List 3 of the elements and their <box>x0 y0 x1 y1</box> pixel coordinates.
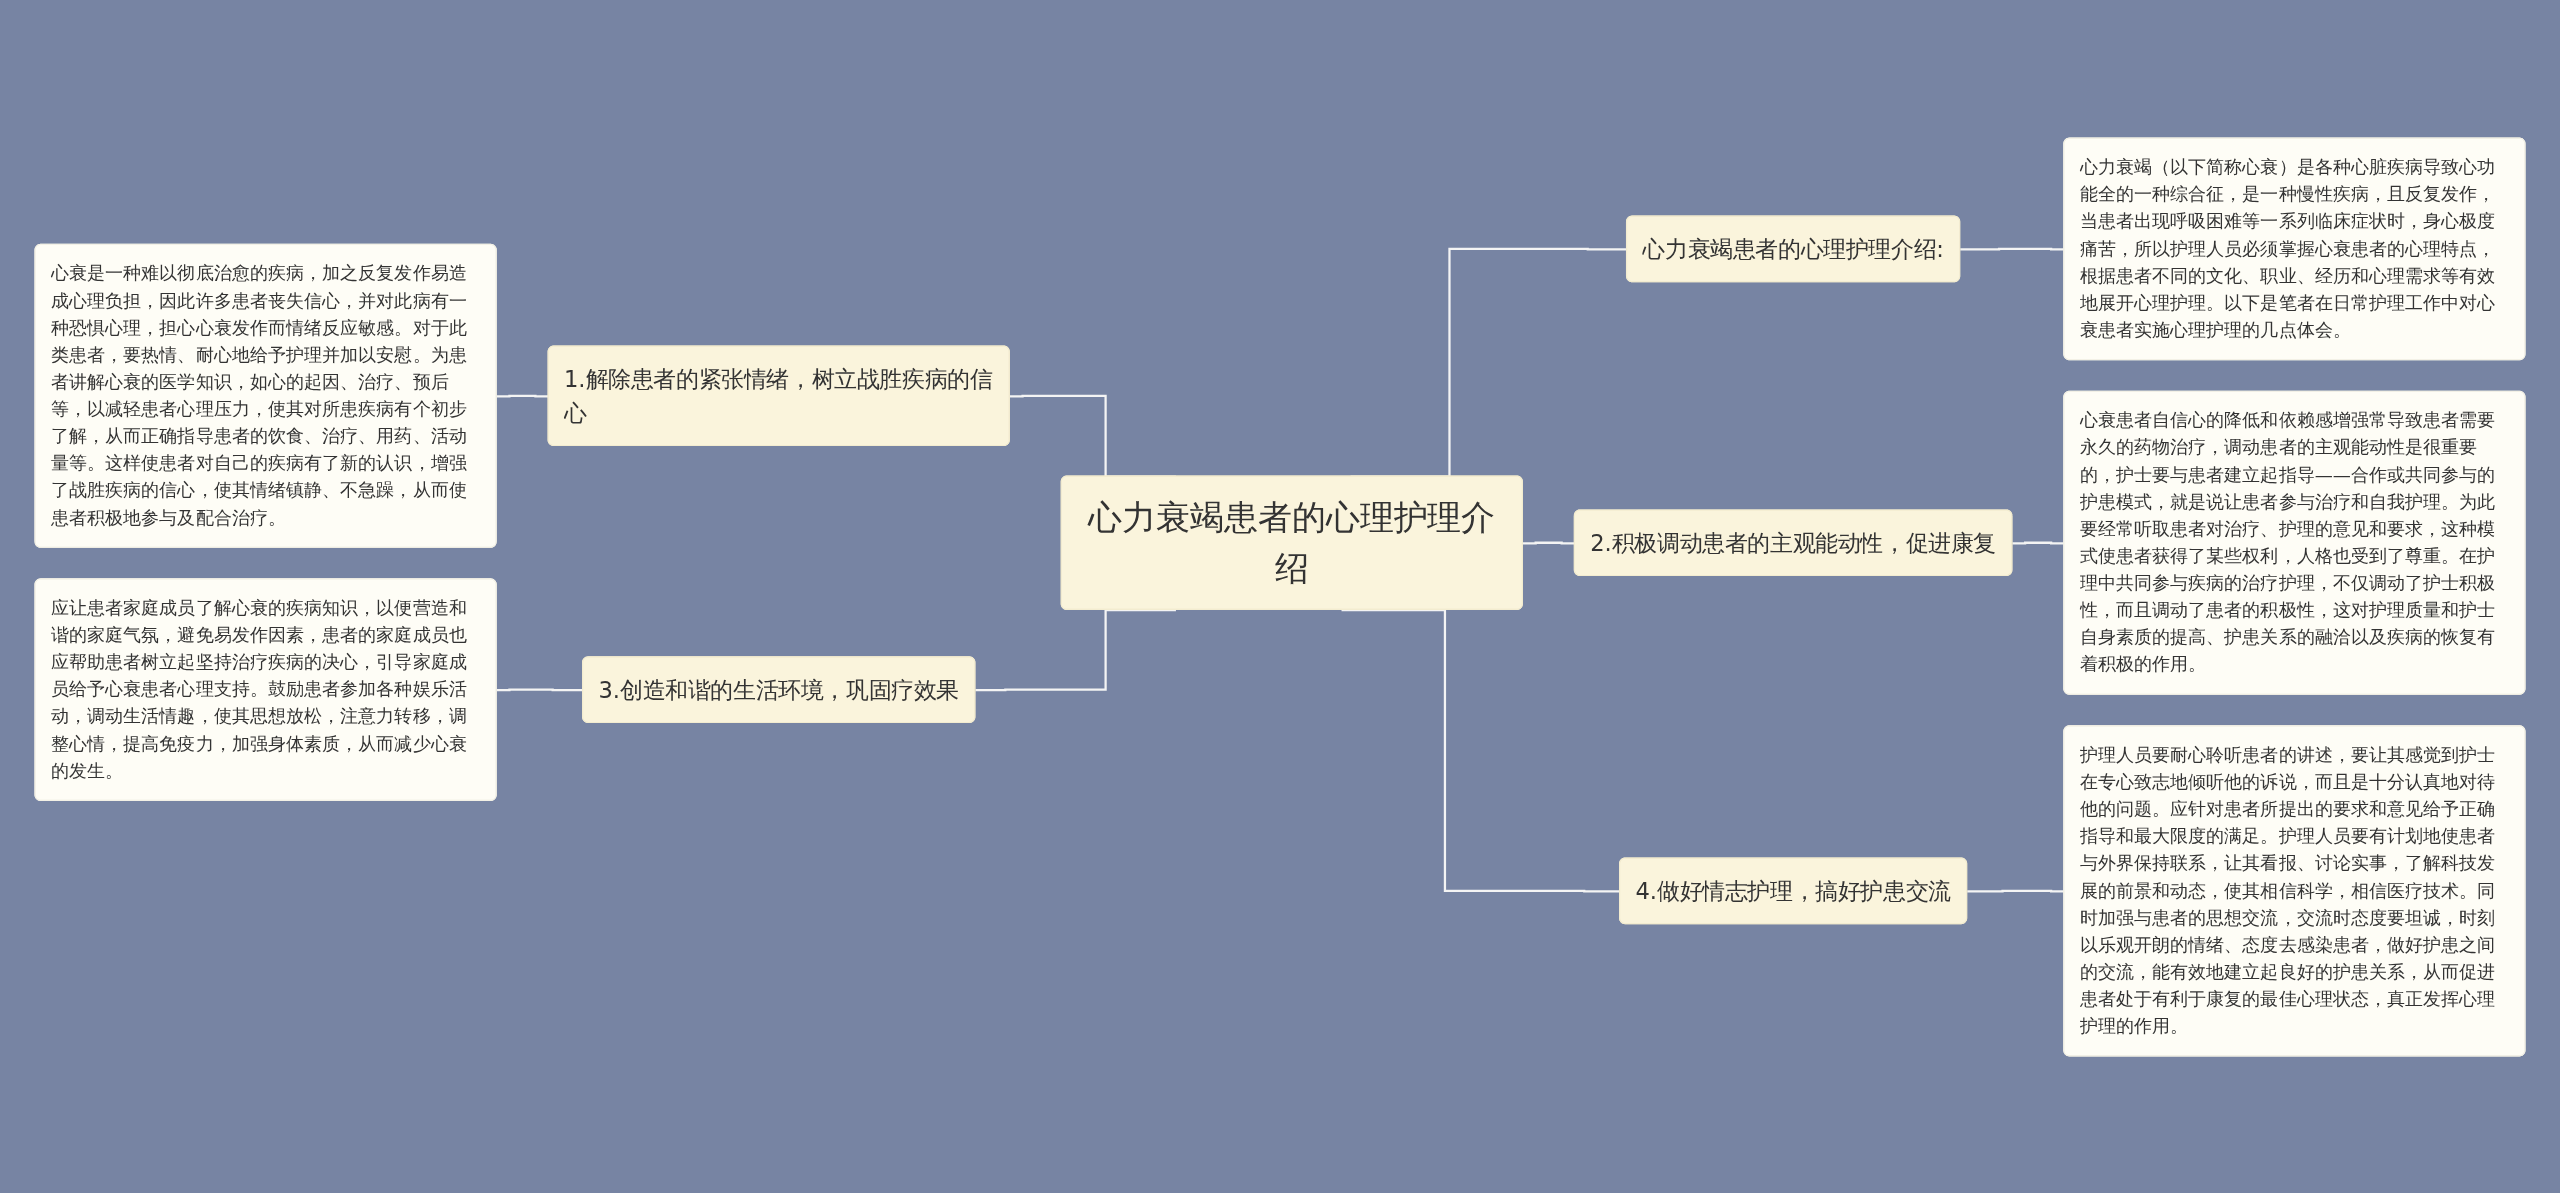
connector <box>1522 541 1575 544</box>
connector <box>975 608 1176 691</box>
connector <box>496 394 549 397</box>
